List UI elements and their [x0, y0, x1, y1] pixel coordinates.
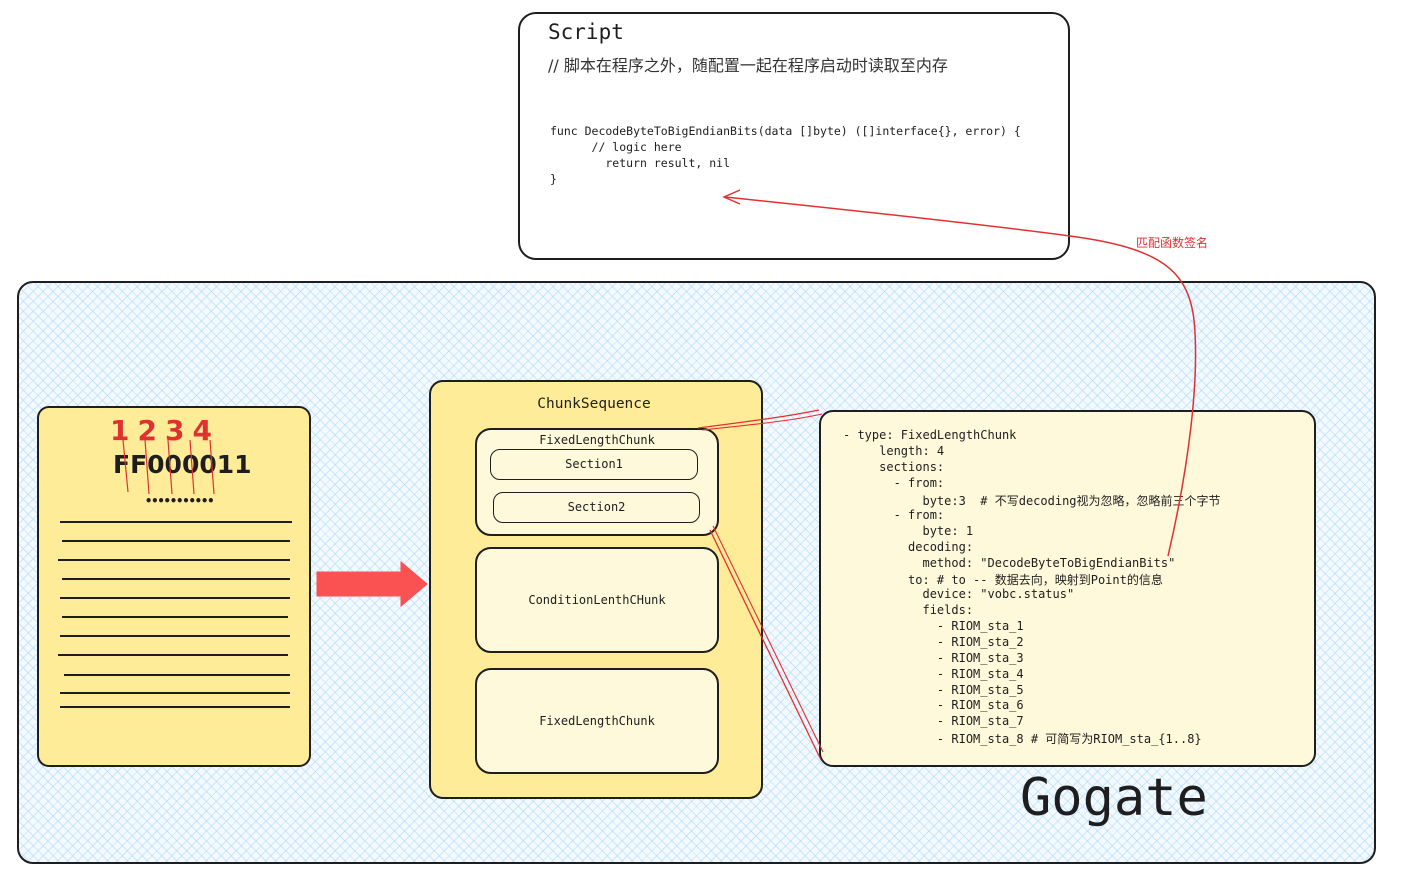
document-text-line: [64, 674, 290, 676]
hex-payload: FF000011: [113, 450, 252, 479]
yaml-line: fields:: [843, 603, 974, 617]
connector-label: 匹配函数签名: [1136, 236, 1209, 250]
section-2: Section2: [493, 492, 700, 523]
yaml-line: - RIOM_sta_1: [843, 619, 1024, 633]
condition-length-chunk: ConditionLenthCHunk: [475, 547, 719, 653]
yaml-line: - RIOM_sta_2: [843, 635, 1024, 649]
document-text-line: [60, 635, 290, 637]
yaml-line: - RIOM_sta_7: [843, 714, 1024, 728]
yaml-line: device: "vobc.status": [843, 587, 1075, 601]
yaml-line: byte: 1: [843, 524, 974, 538]
yaml-line: byte:3 # 不写decoding视为忽略，忽略前三个字节: [843, 494, 1221, 508]
document-text-line: [62, 616, 288, 618]
byte-index-numbers: 1234: [110, 414, 220, 447]
yaml-line: method: "DecodeByteToBigEndianBits": [843, 556, 1176, 570]
yaml-line: - from:: [843, 508, 945, 522]
chunk-label: ConditionLenthCHunk: [528, 593, 666, 607]
yaml-line: - RIOM_sta_3: [843, 651, 1024, 665]
fixed-length-chunk-2: FixedLengthChunk: [475, 668, 719, 774]
yaml-line: to: # to -- 数据去向，映射到Point的信息: [843, 573, 1163, 587]
document-text-line: [58, 559, 290, 561]
flow-arrow-icon: [316, 560, 428, 608]
code-line: // logic here: [550, 140, 682, 154]
code-line: return result, nil: [550, 156, 731, 170]
chunk-label: FixedLengthChunk: [539, 714, 655, 728]
code-line: func DecodeByteToBigEndianBits(data []by…: [550, 124, 1021, 138]
chunk-sequence-title: ChunkSequence: [537, 396, 651, 412]
document-text-line: [62, 578, 290, 580]
yaml-line: - RIOM_sta_6: [843, 698, 1024, 712]
yaml-line: - RIOM_sta_4: [843, 667, 1024, 681]
document-text-line: [62, 540, 290, 542]
yaml-line: decoding:: [843, 540, 974, 554]
document-text-line: [60, 521, 292, 523]
script-title: Script: [548, 20, 624, 44]
document-text-line: [60, 706, 290, 708]
yaml-line: length: 4: [843, 444, 945, 458]
section-1: Section1: [490, 449, 698, 480]
yaml-line: - RIOM_sta_5: [843, 683, 1024, 697]
code-line: }: [550, 172, 557, 186]
yaml-line: sections:: [843, 460, 945, 474]
document-text-line: [60, 597, 290, 599]
yaml-line: - RIOM_sta_8 # 可简写为RIOM_sta_{1..8}: [843, 732, 1202, 746]
gogate-label: Gogate: [1020, 768, 1208, 828]
chunk-label: FixedLengthChunk: [539, 433, 655, 447]
document-text-line: [58, 654, 288, 656]
yaml-line: - from:: [843, 476, 945, 490]
script-comment: // 脚本在程序之外，随配置一起在程序启动时读取至内存: [548, 56, 948, 75]
document-dots: •••••••••••: [145, 494, 214, 508]
document-text-line: [60, 692, 290, 694]
yaml-line: - type: FixedLengthChunk: [843, 428, 1017, 442]
